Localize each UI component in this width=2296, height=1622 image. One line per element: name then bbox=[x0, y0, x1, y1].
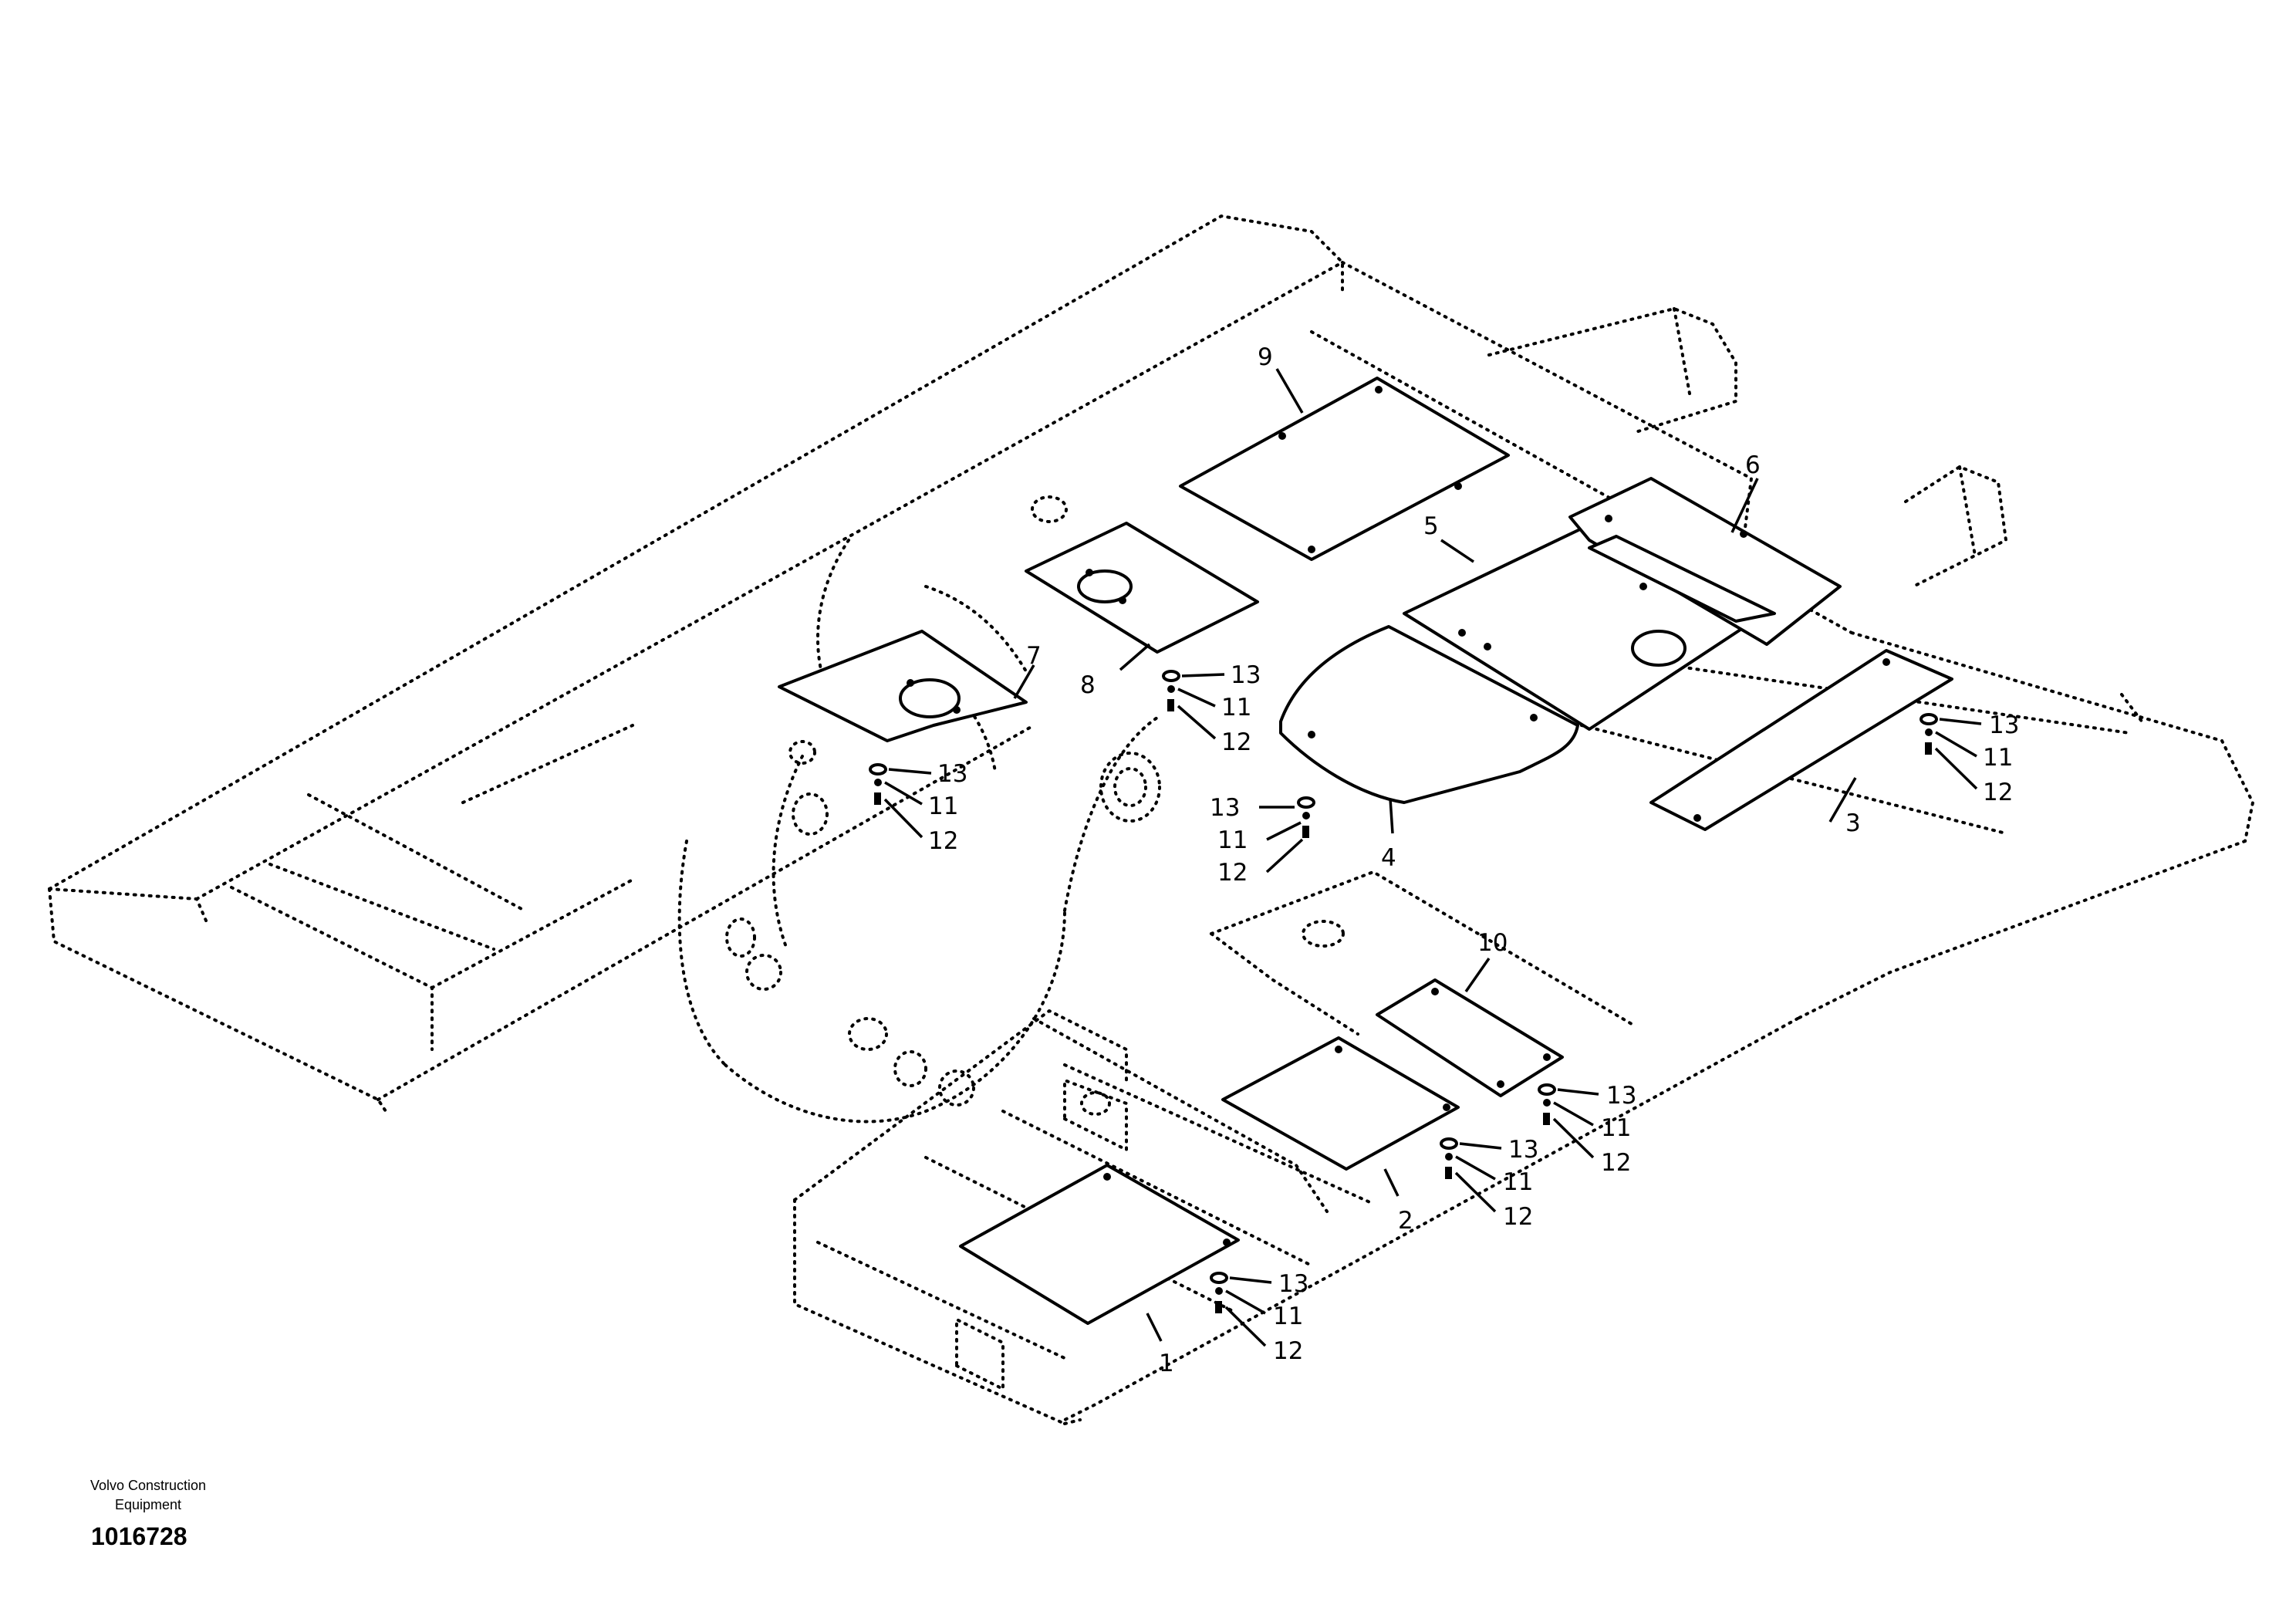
bolt-hole bbox=[1454, 482, 1462, 490]
part-callouts: 9 6 5 7 8 4 3 10 2 1 bbox=[1026, 343, 1861, 1377]
leader-lines bbox=[1013, 368, 1857, 1342]
cover-plate-7 bbox=[778, 630, 1028, 742]
callout-2: 2 bbox=[1398, 1207, 1413, 1235]
callout-7: 7 bbox=[1026, 642, 1042, 670]
cover-plate-1 bbox=[959, 1164, 1240, 1325]
bolt-hole bbox=[1308, 546, 1315, 553]
fastener-group: 13 11 12 bbox=[869, 760, 967, 855]
fastener-label: 11 bbox=[1273, 1303, 1303, 1330]
fastener-label: 13 bbox=[1508, 1136, 1538, 1164]
fastener-label: 11 bbox=[1983, 744, 2013, 772]
fastener-group: 13 11 12 bbox=[1920, 711, 2019, 806]
fastener-label: 12 bbox=[1217, 859, 1248, 887]
cover-plate-6 bbox=[1568, 477, 1842, 646]
fastener-label: 12 bbox=[1983, 779, 2013, 806]
cover-plate-8 bbox=[1025, 522, 1259, 654]
company-name-line1: Volvo Construction bbox=[90, 1478, 206, 1493]
bolt-hole bbox=[1375, 386, 1383, 394]
callout-3: 3 bbox=[1845, 809, 1861, 837]
drawing-number: 1016728 bbox=[91, 1522, 187, 1550]
callout-4: 4 bbox=[1381, 844, 1396, 872]
fastener-label: 11 bbox=[928, 792, 958, 820]
callout-10: 10 bbox=[1477, 929, 1508, 957]
callout-6: 6 bbox=[1745, 451, 1761, 479]
fastener-group: 13 11 12 bbox=[1440, 1136, 1538, 1231]
fastener-label: 12 bbox=[1601, 1149, 1631, 1177]
cover-plates bbox=[778, 377, 1953, 1325]
callout-8: 8 bbox=[1080, 671, 1096, 699]
fastener-group: 13 11 12 bbox=[1210, 794, 1315, 887]
center-hole bbox=[1077, 569, 1133, 603]
center-hole bbox=[899, 678, 961, 718]
callout-5: 5 bbox=[1423, 512, 1439, 540]
fastener-label: 13 bbox=[1989, 711, 2019, 739]
fastener-label: 12 bbox=[1221, 728, 1251, 756]
fastener-label: 13 bbox=[1231, 661, 1261, 689]
fastener-group: 13 11 12 bbox=[1538, 1082, 1636, 1177]
callout-9: 9 bbox=[1258, 343, 1273, 371]
cover-plate-10 bbox=[1376, 978, 1564, 1097]
fastener-label: 11 bbox=[1503, 1168, 1533, 1196]
fastener-label: 12 bbox=[1503, 1203, 1533, 1231]
fastener-group: 13 11 12 bbox=[1162, 661, 1261, 756]
fastener-label: 11 bbox=[1601, 1114, 1631, 1142]
fastener-label: 12 bbox=[1273, 1337, 1303, 1365]
fastener-label: 13 bbox=[1278, 1270, 1308, 1298]
fastener-label: 13 bbox=[1606, 1082, 1636, 1110]
fastener-group: 13 11 12 bbox=[1210, 1270, 1308, 1365]
fastener-label: 11 bbox=[1221, 694, 1251, 721]
company-name-line2: Equipment bbox=[115, 1497, 181, 1512]
cover-plate-3 bbox=[1649, 649, 1953, 831]
fastener-label: 12 bbox=[928, 827, 958, 855]
center-hole bbox=[1631, 630, 1687, 667]
fastener-label: 13 bbox=[1210, 794, 1240, 822]
fastener-label: 13 bbox=[937, 760, 967, 788]
cover-plate-2 bbox=[1221, 1036, 1460, 1171]
footer: Volvo Construction Equipment 1016728 bbox=[90, 1478, 206, 1550]
fastener-groups: 13 11 12 13 11 12 13 11 12 bbox=[869, 661, 2019, 1365]
cover-plate-4 bbox=[1279, 625, 1579, 804]
bolt-hole bbox=[1278, 432, 1286, 440]
cover-plate-9 bbox=[1179, 377, 1510, 561]
fastener-label: 11 bbox=[1217, 826, 1248, 854]
callout-1: 1 bbox=[1159, 1350, 1174, 1377]
